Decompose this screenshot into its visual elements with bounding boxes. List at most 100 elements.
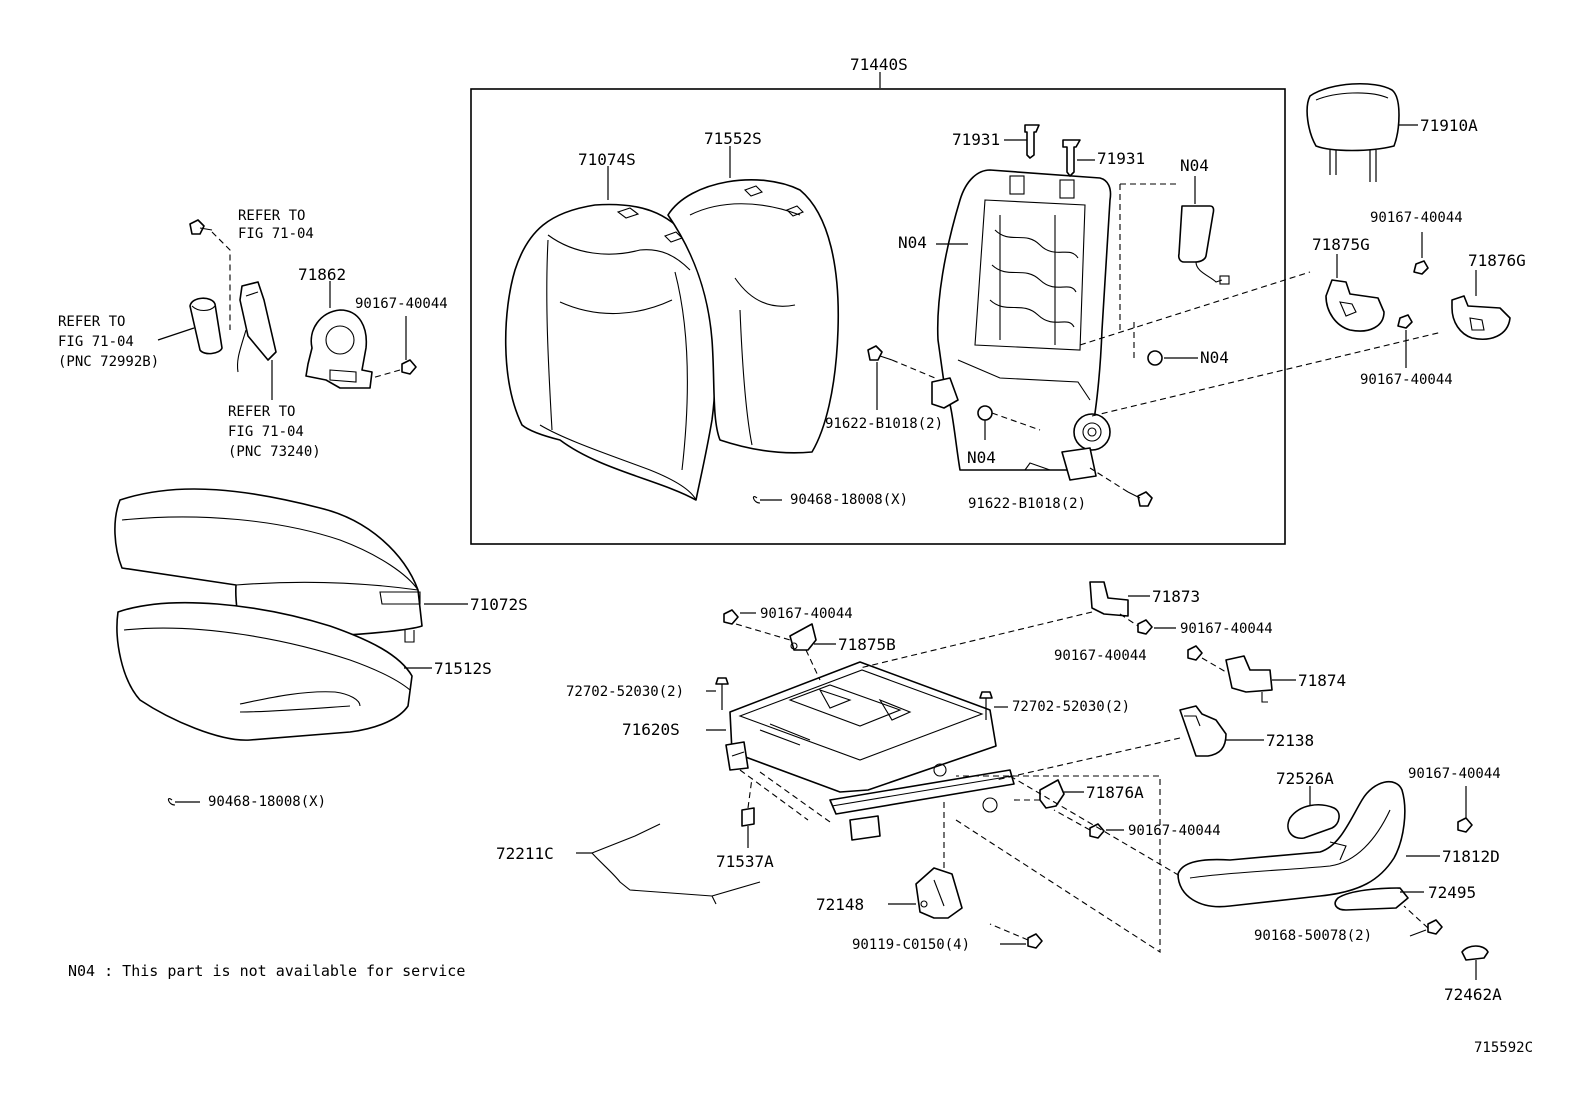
label-72526A: 72526A	[1276, 769, 1334, 788]
bracket-71874[interactable]: 71874	[1225, 655, 1346, 703]
screw-90167-71812d[interactable]: 90167-40044	[1408, 766, 1501, 833]
label-71876G: 71876G	[1468, 251, 1526, 270]
label-72148: 72148	[816, 895, 864, 914]
headrest-71910a[interactable]: 71910A	[1306, 82, 1478, 182]
cover-72138[interactable]: 72138	[995, 705, 1314, 781]
label-71875G: 71875G	[1312, 235, 1370, 254]
wire-72211c[interactable]: 72211C	[496, 823, 761, 905]
label-71876A: 71876A	[1086, 783, 1144, 802]
bracket-71876a[interactable]: 71876A	[1014, 779, 1144, 809]
label-90167-71812d: 90167-40044	[1408, 766, 1501, 782]
label-72702-right: 72702-52030(2)	[1012, 699, 1130, 715]
label-72495: 72495	[1428, 883, 1476, 902]
label-N04-top: N04	[1180, 156, 1209, 175]
label-71552S-group: 71552S	[704, 129, 762, 178]
label-90468-bottom: 90468-18008(X)	[208, 794, 326, 810]
label-72702-left: 72702-52030(2)	[566, 684, 684, 700]
clip-71537a[interactable]: 71537A	[716, 777, 774, 871]
refer-fig-71-04-left: REFER TO FIG 71-04 (PNC 72992B)	[58, 297, 223, 370]
label-91622-upper: 91622-B1018(2)	[825, 416, 943, 432]
footnote-N04: N04 : This part is not available for ser…	[68, 962, 465, 980]
label-71931-right: 71931	[1097, 149, 1145, 168]
cap-72462a[interactable]: 72462A	[1444, 945, 1502, 1004]
bolt-91622-upper[interactable]: 91622-B1018(2)	[825, 345, 943, 432]
refer3-line1: REFER TO	[228, 404, 295, 420]
label-90468-top: 90468-18008(X)	[790, 492, 908, 508]
label-90168: 90168-50078(2)	[1254, 928, 1372, 944]
seat-cushion-pad-71512s[interactable]: 71512S	[116, 601, 492, 741]
lumbar-module-N04[interactable]: N04	[1119, 156, 1230, 330]
label-71620S-group: 71620S	[622, 720, 726, 739]
seatback-pad-71552s[interactable]	[667, 179, 840, 454]
refer2-line3: (PNC 72992B)	[58, 354, 159, 370]
label-71862: 71862	[298, 265, 346, 284]
refer1-line2: FIG 71-04	[238, 226, 314, 242]
screw-90167-71862[interactable]: 90167-40044	[355, 296, 448, 379]
label-71072S: 71072S	[470, 595, 528, 614]
label-N04-bottom: N04	[967, 448, 996, 467]
label-91622-lower: 91622-B1018(2)	[968, 496, 1086, 512]
refer3-line3: (PNC 73240)	[228, 444, 321, 460]
label-90167-71862: 90167-40044	[355, 296, 448, 312]
cover-71862[interactable]: 71862	[298, 265, 373, 389]
knob-72526a[interactable]: 72526A	[1276, 769, 1340, 840]
label-71537A: 71537A	[716, 852, 774, 871]
refer1-line1: REFER TO	[238, 208, 305, 224]
bolt-72702-left[interactable]: 72702-52030(2)	[566, 677, 729, 710]
seatback-cover-71074s[interactable]	[504, 203, 716, 501]
headrest-guide-71931-right[interactable]: 71931	[1062, 139, 1145, 177]
label-71440S: 71440S	[850, 55, 908, 74]
bolt-90119[interactable]: 90119-C0150(4)	[852, 923, 1043, 953]
headrest-guide-71931-left[interactable]: 71931	[952, 124, 1040, 159]
clip-N04-bottom[interactable]: N04	[967, 405, 1041, 467]
bracket-71875b[interactable]: 71875B	[789, 623, 896, 681]
label-71074S: 71074S	[578, 150, 636, 169]
label-71620S: 71620S	[622, 720, 680, 739]
screw-90167-headrest[interactable]: 90167-40044	[1370, 210, 1463, 275]
cover-71876g[interactable]: 71876G	[1451, 251, 1526, 340]
bolt-72702-right[interactable]: 72702-52030(2)	[979, 691, 1130, 720]
bracket-72148[interactable]: 72148	[816, 800, 963, 919]
label-71910A: 71910A	[1420, 116, 1478, 135]
label-90167-71876a: 90167-40044	[1128, 823, 1221, 839]
label-90119: 90119-C0150(4)	[852, 937, 970, 953]
label-72211C: 72211C	[496, 844, 554, 863]
label-71875B: 71875B	[838, 635, 896, 654]
label-90167-hr: 90167-40044	[1370, 210, 1463, 226]
label-N04-left: N04	[898, 233, 927, 252]
bolt-91622-lower[interactable]: 91622-B1018(2)	[968, 467, 1153, 512]
seatback-frame[interactable]	[931, 169, 1112, 481]
refer-fig-71-04-top: REFER TO FIG 71-04	[189, 208, 314, 330]
screw-90168[interactable]: 90168-50078(2)	[1254, 905, 1443, 944]
hog-ring-90468-top[interactable]: 90468-18008(X)	[752, 492, 908, 508]
seatback-assembly-box: 71440S	[470, 55, 1286, 545]
refer-fig-71-04-bottom: REFER TO FIG 71-04 (PNC 73240)	[228, 281, 321, 460]
screw-90167-71876a[interactable]: 90167-40044	[1053, 809, 1221, 839]
cover-71875g[interactable]: 71875G	[1312, 235, 1385, 332]
bracket-71873[interactable]: 71873	[859, 581, 1200, 669]
lever-72495[interactable]: 72495	[1334, 883, 1476, 911]
hog-ring-90468-bottom[interactable]: 90468-18008(X)	[167, 794, 326, 810]
refer2-line2: FIG 71-04	[58, 334, 134, 350]
label-72462A: 72462A	[1444, 985, 1502, 1004]
seat-cushion-cover-71072s[interactable]: 71072S	[114, 488, 528, 643]
refer2-line1: REFER TO	[58, 314, 125, 330]
label-90167-71873: 90167-40044	[1180, 621, 1273, 637]
refer3-line2: FIG 71-04	[228, 424, 304, 440]
screw-90167-71874[interactable]: 90167-40044	[1054, 645, 1227, 673]
label-71812D: 71812D	[1442, 847, 1500, 866]
seat-adjuster-71620s[interactable]	[725, 661, 1015, 841]
label-71512S: 71512S	[434, 659, 492, 678]
label-72138: 72138	[1266, 731, 1314, 750]
label-N04-right: N04	[1200, 348, 1229, 367]
screw-90167-71875b[interactable]: 90167-40044	[723, 606, 853, 641]
label-71874: 71874	[1298, 671, 1346, 690]
screw-90167-cover[interactable]: 90167-40044	[1360, 314, 1453, 388]
side-shield-71812d[interactable]: 71812D	[1177, 780, 1500, 908]
label-90167-71875b: 90167-40044	[760, 606, 853, 622]
label-71552S: 71552S	[704, 129, 762, 148]
clip-N04-right[interactable]: N04	[1133, 320, 1229, 367]
screw-90167-71873[interactable]: 90167-40044	[1119, 613, 1273, 637]
label-90167-71874: 90167-40044	[1054, 648, 1147, 664]
